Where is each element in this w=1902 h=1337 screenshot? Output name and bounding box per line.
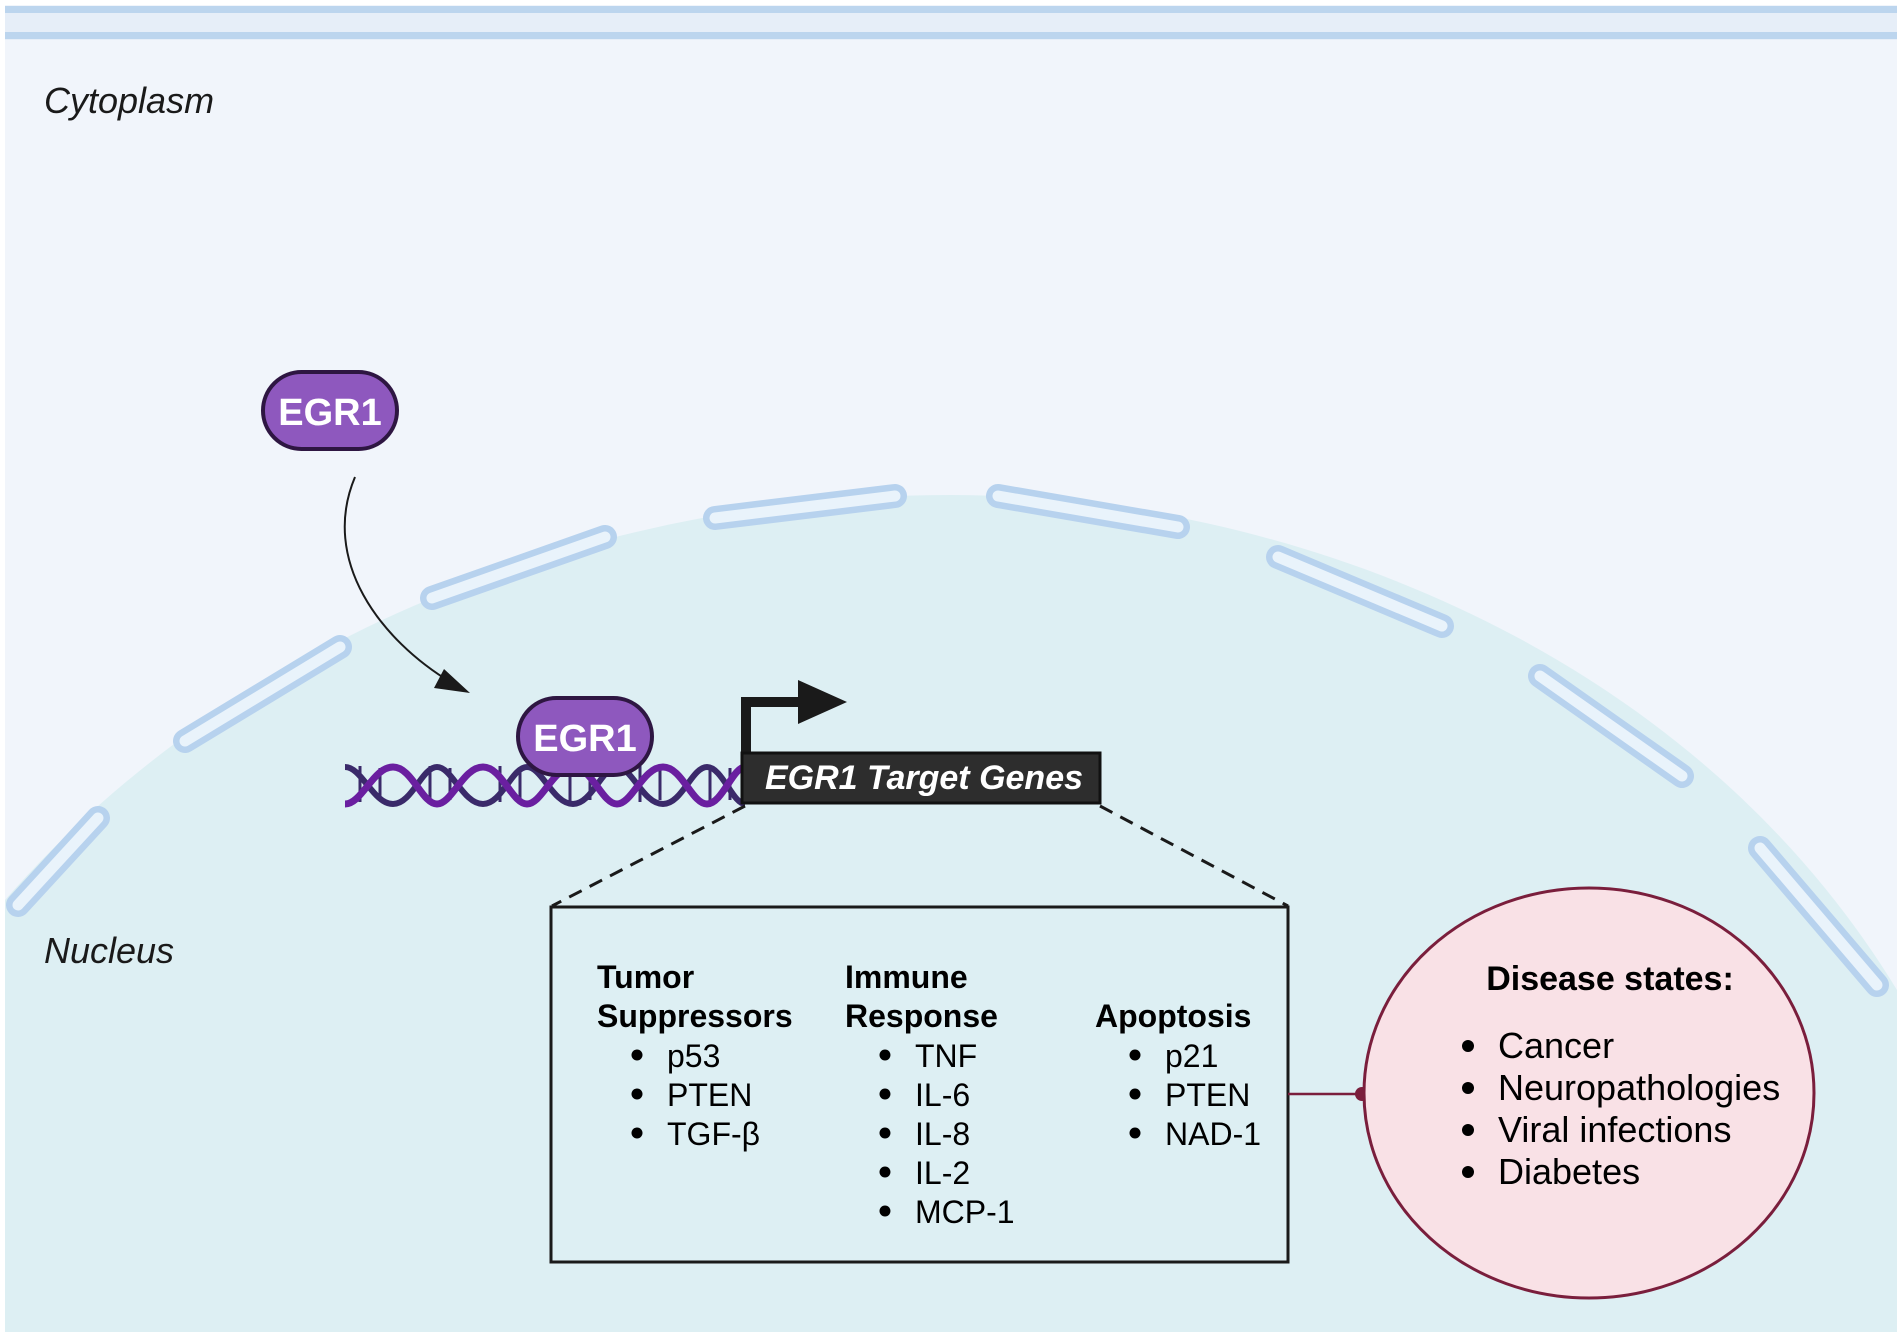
category-title-line: Apoptosis <box>1095 998 1251 1034</box>
gene-item: IL-2 <box>915 1155 970 1191</box>
category-apoptosis: Apoptosis p21 PTEN NAD-1 <box>1095 998 1261 1152</box>
gene-item: MCP-1 <box>915 1194 1015 1230</box>
bullet <box>1129 1049 1141 1061</box>
bullet <box>879 1127 891 1139</box>
category-title: Immune Response <box>845 959 998 1034</box>
dna-helix <box>344 763 747 808</box>
disease-states-circle: Disease states: Cancer Neuropathologies … <box>1362 886 1816 1300</box>
egr1-protein-bound-label: EGR1 <box>533 718 636 760</box>
category-title-line: Tumor <box>597 959 694 995</box>
gene-item: TNF <box>915 1038 977 1074</box>
gene-item: p21 <box>1165 1038 1218 1074</box>
bullet <box>1462 1166 1474 1178</box>
egr1-protein-free-label: EGR1 <box>278 392 381 434</box>
disease-item: Neuropathologies <box>1498 1067 1780 1108</box>
category-tumor-suppressors: Tumor Suppressors p53 PTEN TGF-β <box>597 959 793 1152</box>
target-genes-label: EGR1 Target Genes <box>765 759 1083 797</box>
gene-item: IL-6 <box>915 1077 970 1113</box>
bullet <box>631 1049 643 1061</box>
cytoplasm-label: Cytoplasm <box>44 80 214 121</box>
egr1-protein-bound: EGR1 <box>516 696 654 777</box>
category-title-line: Response <box>845 998 998 1034</box>
gene-item: PTEN <box>667 1077 752 1113</box>
bullet <box>631 1127 643 1139</box>
gene-item: PTEN <box>1165 1077 1250 1113</box>
category-title-line: Suppressors <box>597 998 793 1034</box>
bullet <box>879 1166 891 1178</box>
gene-item: IL-8 <box>915 1116 970 1152</box>
transcription-start-arrow <box>741 680 847 754</box>
disease-title: Disease states: <box>1486 960 1734 998</box>
nucleus-label: Nucleus <box>44 930 174 971</box>
target-genes-box: EGR1 Target Genes <box>740 751 1102 805</box>
category-title: Apoptosis <box>1095 998 1251 1034</box>
disease-item: Viral infections <box>1498 1109 1731 1150</box>
translocation-arrow <box>343 476 470 693</box>
bullet <box>631 1088 643 1100</box>
egr1-protein-free: EGR1 <box>261 370 399 451</box>
bullet <box>1462 1040 1474 1052</box>
nuclear-envelope-inner <box>12 490 1883 991</box>
category-title: Tumor Suppressors <box>597 959 793 1034</box>
bullet <box>879 1088 891 1100</box>
category-immune-response: Immune Response TNF IL-6 IL-8 IL-2 MCP-1 <box>845 959 1015 1230</box>
bullet <box>1129 1127 1141 1139</box>
bullet <box>1129 1088 1141 1100</box>
bullet <box>1462 1082 1474 1094</box>
bullet <box>1462 1124 1474 1136</box>
category-title-line: Immune <box>845 959 968 995</box>
gene-item: p53 <box>667 1038 720 1074</box>
bullet <box>879 1049 891 1061</box>
gene-item: NAD-1 <box>1165 1116 1261 1152</box>
gene-item: TGF-β <box>667 1116 760 1152</box>
cell-membrane <box>5 6 1897 40</box>
disease-item: Diabetes <box>1498 1151 1640 1192</box>
dna-strand-purple <box>344 763 747 808</box>
gene-list-box <box>549 905 1290 1264</box>
zoom-lines <box>551 804 1289 908</box>
bullet <box>879 1205 891 1217</box>
disease-item: Cancer <box>1498 1025 1614 1066</box>
